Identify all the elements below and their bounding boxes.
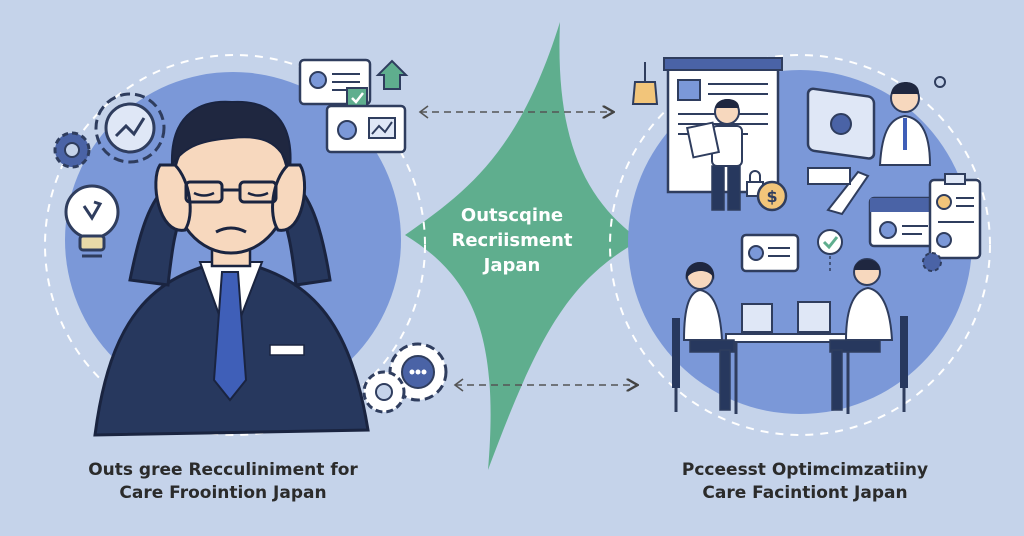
chair-back-right <box>900 316 908 388</box>
right-caption: Pcceesst Optimcimzatiiny Care Facintiont… <box>640 459 970 505</box>
monitor-screen <box>806 87 876 160</box>
lightbulb-icon <box>64 184 120 258</box>
gear-chat-icon <box>388 342 448 402</box>
laptop-right <box>797 301 831 333</box>
center-star-shape <box>405 22 640 470</box>
top-arrow-left-head <box>418 105 429 119</box>
price-tag-icon <box>631 62 659 105</box>
gear-icon <box>94 92 166 164</box>
bottom-arrow-left-head <box>453 378 464 392</box>
left-caption: Outs gree Recculiniment for Care Frooint… <box>58 459 388 505</box>
center-title: Outscqine Recriisment Japan <box>432 203 592 278</box>
small-dot <box>934 76 946 88</box>
money-coin-icon: $ <box>756 180 788 212</box>
stressed-businessman <box>93 100 370 437</box>
checkmark-icon <box>817 229 843 274</box>
man-worker <box>829 258 908 412</box>
center-title-line3: Japan <box>483 255 541 276</box>
right-caption-line1: Pcceesst Optimcimzatiiny <box>681 460 929 480</box>
left-caption-line1: Outs gree Recculiniment for <box>88 460 358 480</box>
small-gear-icon <box>53 131 91 169</box>
small-gear-icon-2 <box>362 370 406 414</box>
reviewing-man <box>685 99 743 211</box>
left-dashed-ring <box>44 54 426 436</box>
clipboard-icon <box>928 173 982 260</box>
small-gear-icon-3 <box>922 252 942 272</box>
keyboard-pad <box>807 167 851 185</box>
right-caption-line2: Care Facintiont Japan <box>702 483 908 503</box>
laptop-left <box>741 303 773 333</box>
right-dashed-ring <box>609 54 991 436</box>
center-title-line2: Recriisment <box>451 230 573 251</box>
arrow-up-icon <box>375 59 409 90</box>
chair-back-left <box>672 318 680 388</box>
chat-profile-bubble <box>740 233 800 273</box>
left-caption-line2: Care Froointion Japan <box>119 483 327 503</box>
woman-worker <box>672 262 735 412</box>
money-symbol: $ <box>766 187 777 206</box>
doctor-at-monitor <box>878 82 932 166</box>
center-title-line1: Outscqine <box>460 205 564 226</box>
profile-card-bottom <box>325 104 407 154</box>
id-card <box>868 196 938 248</box>
